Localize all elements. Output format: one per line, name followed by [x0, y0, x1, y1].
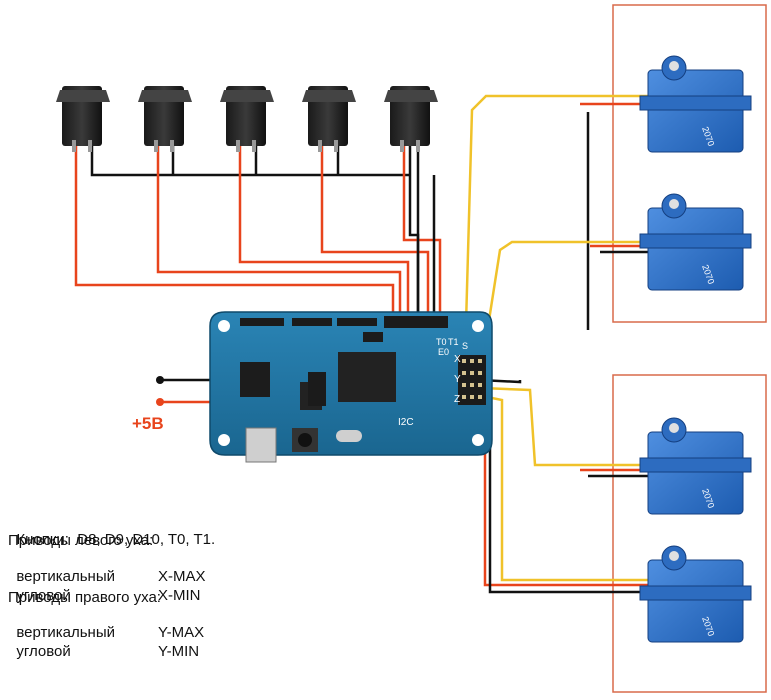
servo-left-angular: 2070: [639, 193, 752, 291]
board-pin-t0: T0: [436, 337, 447, 347]
legend-right-vertical-value: Y-MAX: [158, 624, 205, 641]
right-ear-servo-frame: [612, 374, 767, 693]
button-ground-wires: [90, 145, 420, 318]
legend-left-angular-value: X-MIN: [158, 587, 201, 604]
controller-board: X Y Z E0 S I2C T0 T1: [209, 311, 493, 463]
board-label-i2c: I2C: [398, 417, 414, 428]
button-d9: [138, 86, 192, 152]
legend-left-vertical-key: вертикальный: [16, 568, 115, 585]
board-label-s: S: [462, 341, 468, 351]
servo-right-vertical: 2070: [639, 417, 752, 515]
board-label-y: Y: [454, 374, 461, 385]
usb-port: [245, 427, 277, 463]
legend-left-ear-title: Приводы левого уха:: [8, 532, 154, 549]
board-pin-t1: T1: [448, 337, 459, 347]
board-label-e0: E0: [438, 347, 449, 357]
left-ear-servo-frame: [612, 4, 767, 323]
legend-left-vertical-value: X-MAX: [158, 568, 206, 585]
button-black-t-wire: [416, 150, 436, 318]
mcu-chip: [338, 352, 396, 402]
legend-right-vertical-key: вертикальный: [16, 624, 115, 641]
button-t0: [302, 86, 356, 152]
servo-wires: [463, 94, 648, 594]
legend-left-vertical: вертикальный X-MAX: [8, 551, 205, 585]
legend-left-angular-key: угловой: [16, 587, 71, 604]
legend-right-angular-key: угловой: [16, 643, 71, 660]
legend-buttons-value: D8, D9, D10, T0, T1.: [77, 531, 216, 548]
button-d10: [220, 86, 274, 152]
power-label: +5В: [132, 414, 164, 433]
legend-left-angular: угловой X-MIN: [8, 570, 200, 604]
button-d8: [56, 86, 110, 152]
servo-left-vertical: 2070: [639, 55, 752, 153]
legend-buttons-key: Кнопки:: [16, 531, 69, 548]
board-label-x: X: [454, 354, 461, 365]
legend-right-vertical: вертикальный Y-MAX: [8, 607, 204, 641]
legend-right-ear-title: Приводы правого уха:: [8, 589, 161, 606]
legend-right-angular: угловой Y-MIN: [8, 626, 199, 660]
legend-right-angular-value: Y-MIN: [158, 643, 200, 660]
servo-right-angular: 2070: [639, 545, 752, 643]
button-t1: [384, 86, 438, 152]
board-label-z: Z: [454, 394, 460, 405]
button-signal-wires: [74, 145, 442, 318]
legend-buttons: Кнопки: D8, D9, D10, T0, T1.: [8, 514, 215, 548]
